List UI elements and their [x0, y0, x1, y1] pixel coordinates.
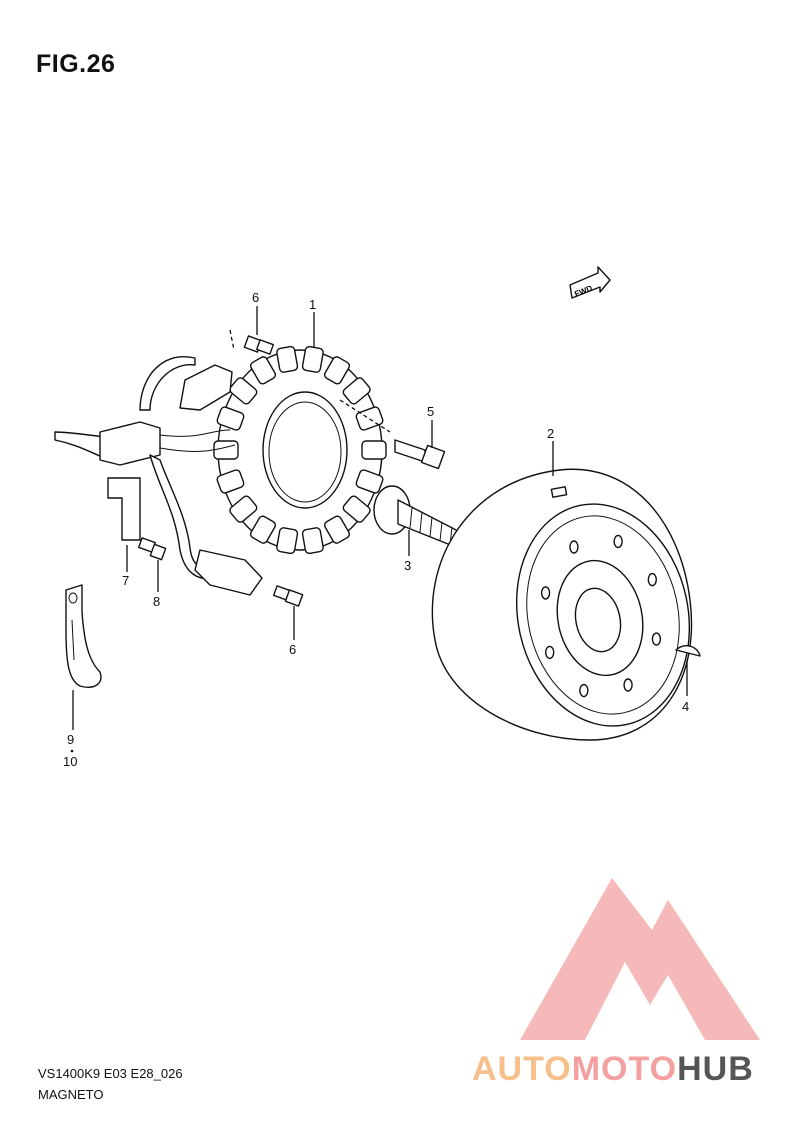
- rotor-hole: [613, 534, 623, 549]
- callout-9: 9: [67, 732, 74, 747]
- rotor-hole: [579, 683, 589, 698]
- footer-name: MAGNETO: [38, 1087, 104, 1102]
- bolt-part-8[interactable]: [138, 537, 167, 561]
- stator-part[interactable]: [213, 345, 387, 555]
- fwd-arrow-icon: FWD: [569, 266, 611, 299]
- stator-coil: [229, 377, 258, 405]
- callout-6-lower: 6: [289, 642, 296, 657]
- callout-8: 8: [153, 594, 160, 609]
- stator-coil: [229, 495, 258, 523]
- callout-1: 1: [309, 297, 316, 312]
- stator-coil: [323, 356, 351, 385]
- leader-lines: [72, 306, 688, 730]
- bolt-part-6-upper[interactable]: [243, 335, 274, 355]
- stator-coil: [355, 406, 384, 431]
- callout-3: 3: [404, 558, 411, 573]
- stator-coil: [276, 345, 299, 373]
- bolt-part-5[interactable]: [394, 439, 446, 470]
- watermark-text: AUTOMOTOHUB: [472, 1050, 754, 1088]
- callout-7: 7: [122, 573, 129, 588]
- rotor-hole: [647, 572, 658, 587]
- callout-2: 2: [547, 426, 554, 441]
- svg-text:AUTOMOTOHUB: AUTOMOTOHUB: [472, 1050, 754, 1088]
- wire-harness: [54, 356, 263, 596]
- rotor-hole: [623, 678, 633, 692]
- callout-4: 4: [682, 699, 689, 714]
- watermark-auto: AUTO: [472, 1050, 572, 1088]
- figure-title: FIG.26: [36, 50, 116, 78]
- stator-coil: [216, 406, 245, 431]
- bracket-part-7[interactable]: [107, 477, 141, 541]
- callout-5: 5: [427, 404, 434, 419]
- stator-coil: [342, 377, 371, 405]
- stator-coil: [213, 440, 239, 460]
- stator-coil: [276, 527, 299, 555]
- stator-coil: [355, 469, 384, 494]
- rotor-hole: [651, 632, 662, 646]
- stator-coil: [323, 515, 351, 544]
- stator-coil: [342, 495, 371, 523]
- rotor-hole: [540, 586, 551, 600]
- bolt-part-6-lower[interactable]: [273, 585, 304, 607]
- callout-6-upper: 6: [252, 290, 259, 305]
- stator-coil: [301, 527, 324, 555]
- watermark-hub: HUB: [677, 1050, 754, 1088]
- watermark-logo: [520, 878, 760, 1040]
- clamp-part-9[interactable]: [65, 584, 102, 688]
- stator-coil: [361, 440, 387, 460]
- stator-coil: [301, 345, 324, 373]
- stator-coil: [216, 469, 245, 494]
- rotor-hole: [544, 645, 555, 660]
- stator-coil: [249, 356, 277, 385]
- rotor-part-2[interactable]: [431, 468, 709, 742]
- footer-code: VS1400K9 E03 E28_026: [38, 1066, 183, 1081]
- rotor-hole: [569, 540, 579, 554]
- bolt-part-3[interactable]: [373, 485, 461, 549]
- watermark-moto: MOTO: [572, 1050, 677, 1088]
- callout-10: 10: [63, 754, 77, 769]
- key-part-4[interactable]: [675, 645, 701, 657]
- stator-coil: [249, 515, 277, 544]
